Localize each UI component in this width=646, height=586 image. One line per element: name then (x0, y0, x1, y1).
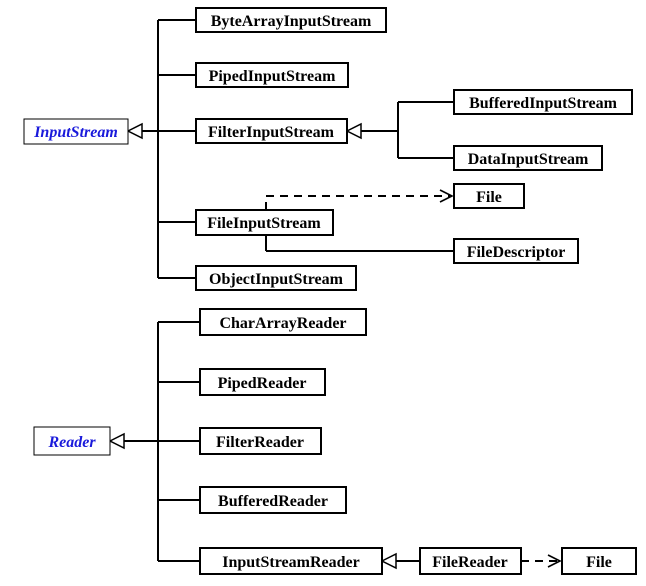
node-label: BufferedReader (218, 493, 328, 510)
node-pipedinputstream: PipedInputStream (195, 62, 349, 88)
node-label: PipedInputStream (209, 68, 337, 85)
inputstream-connectors (126, 19, 454, 279)
node-chararrayreader: CharArrayReader (199, 308, 367, 336)
node-filereader: FileReader (419, 547, 522, 575)
node-bytearrayinputstream: ByteArrayInputStream (195, 7, 387, 33)
node-datainputstream: DataInputStream (453, 145, 603, 171)
node-label: InputStreamReader (222, 554, 359, 571)
dependency-arrowhead (439, 189, 454, 203)
node-label: File (476, 189, 502, 206)
inheritance-arrowhead (108, 432, 125, 450)
inheritance-arrowhead (345, 122, 362, 140)
node-label: FileDescriptor (467, 244, 566, 261)
node-label: ObjectInputStream (209, 271, 344, 288)
node-label: Reader (47, 434, 96, 451)
node-bufferedreader: BufferedReader (199, 486, 347, 514)
node-objectinputstream: ObjectInputStream (195, 265, 357, 291)
node-inputstreamreader: InputStreamReader (199, 547, 383, 575)
reader-connectors (108, 321, 562, 570)
node-label: BufferedInputStream (469, 95, 618, 112)
dependency-arrowhead (547, 554, 562, 568)
node-file-inputstream: File (453, 183, 525, 209)
node-filedescriptor: FileDescriptor (453, 238, 579, 264)
node-label: FilterReader (216, 434, 304, 451)
node-bufferedinputstream: BufferedInputStream (453, 89, 633, 115)
node-reader: Reader (33, 426, 111, 456)
node-filterreader: FilterReader (199, 427, 322, 455)
node-label: DataInputStream (468, 151, 589, 168)
node-label: FilterInputStream (208, 124, 335, 141)
node-inputstream: InputStream (23, 118, 129, 145)
node-label: File (586, 554, 612, 571)
node-label: InputStream (33, 124, 118, 141)
node-label: FileInputStream (207, 215, 321, 232)
node-label: FileReader (432, 554, 508, 571)
inheritance-arrowhead (126, 122, 143, 140)
node-fileinputstream: FileInputStream (195, 209, 334, 236)
inheritance-arrowhead (380, 552, 397, 570)
node-file-reader: File (561, 547, 637, 575)
node-pipedreader: PipedReader (199, 368, 326, 396)
node-filterinputstream: FilterInputStream (195, 118, 348, 144)
node-label: PipedReader (218, 375, 307, 392)
node-label: ByteArrayInputStream (211, 13, 372, 30)
node-label: CharArrayReader (219, 315, 346, 332)
